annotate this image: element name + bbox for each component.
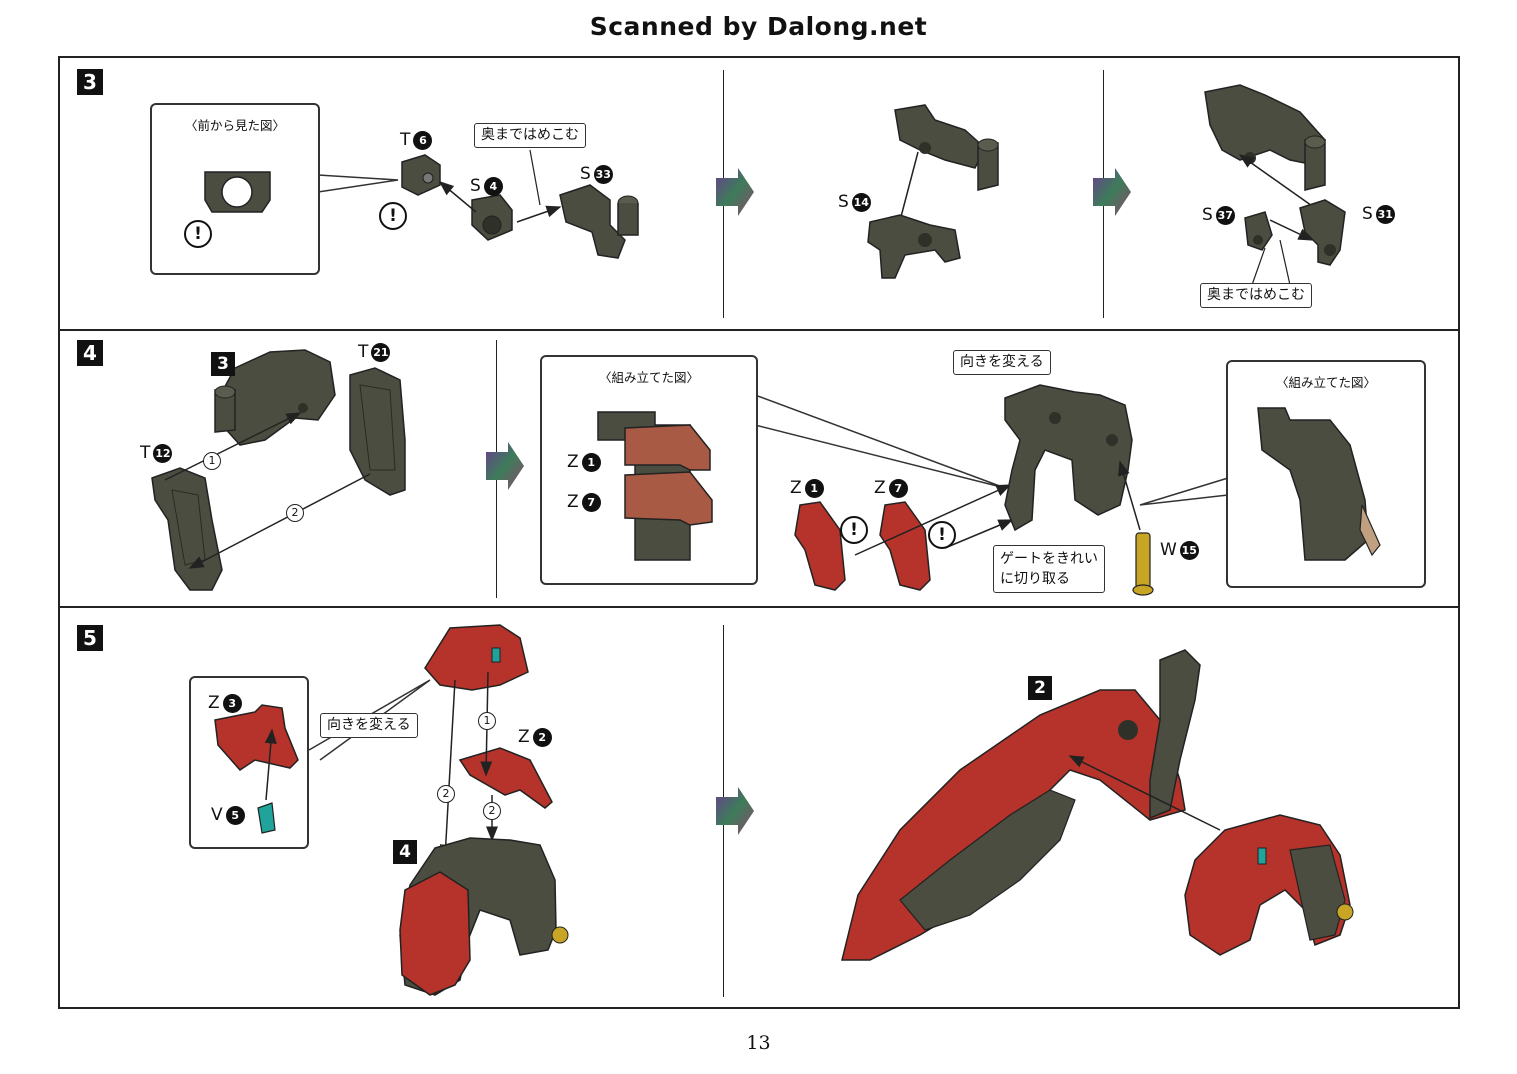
assembled-view-callout: 〈組み立てた図〉 <box>540 355 758 585</box>
change-orientation-tag: 向きを変える <box>320 713 418 738</box>
callout-title: 〈前から見た図〉 <box>184 118 285 133</box>
warning-icon: ! <box>184 220 212 248</box>
part-s33 <box>559 184 639 259</box>
orientation-callout <box>189 676 309 849</box>
part-z2 <box>458 747 553 809</box>
cut-gate-tag: ゲートをきれい に切り取る <box>993 545 1105 593</box>
page-number: 13 <box>746 1032 771 1054</box>
part-hip-assembly <box>1004 384 1133 532</box>
part-step3-assembly <box>214 349 336 446</box>
warning-icon: ! <box>840 516 868 544</box>
order-marker: 1 <box>203 452 221 470</box>
part-s4 <box>471 194 513 241</box>
part-hip-red-assembly <box>1184 814 1354 956</box>
callout-title: 〈組み立てた図〉 <box>1275 375 1376 390</box>
part-w15 <box>1132 532 1154 596</box>
order-marker: 2 <box>286 504 304 522</box>
part-t21 <box>349 367 406 496</box>
front-view-callout: 〈前から見た図〉 <box>150 103 320 275</box>
change-orientation-tag: 向きを変える <box>953 350 1051 375</box>
order-marker: 1 <box>478 712 496 730</box>
next-arrow <box>716 787 754 835</box>
ref-step-badge: 3 <box>211 352 235 376</box>
part-z1 <box>794 501 846 591</box>
part-z7 <box>879 501 931 591</box>
step-number: 3 <box>77 69 103 95</box>
next-arrow <box>486 442 524 490</box>
row-divider <box>58 329 1460 331</box>
part-step4-assembly <box>399 837 569 996</box>
part-s31 <box>1299 199 1346 266</box>
push-in-tag: 奥まではめこむ <box>474 123 586 148</box>
ref-step-badge: 2 <box>1028 676 1052 700</box>
next-arrow <box>1093 168 1131 216</box>
warning-icon: ! <box>379 202 407 230</box>
next-arrow <box>716 168 754 216</box>
push-in-tag: 奥まではめこむ <box>1200 283 1312 308</box>
ref-step-badge: 4 <box>393 840 417 864</box>
part-wing-assembly <box>841 649 1201 961</box>
part-top-red-cover <box>424 624 529 691</box>
order-marker: 2 <box>483 802 501 820</box>
step-number: 5 <box>77 625 103 651</box>
part-t6 <box>401 154 441 196</box>
instruction-frame <box>58 56 1460 1009</box>
callout-title: 〈組み立てた図〉 <box>598 370 699 385</box>
part-assembly-top <box>894 104 999 191</box>
part-assembly-top-right <box>1204 84 1326 191</box>
step-number: 4 <box>77 340 103 366</box>
part-s14 <box>867 214 961 279</box>
scan-header: Scanned by Dalong.net <box>589 12 928 41</box>
part-t12 <box>151 467 223 591</box>
order-marker: 2 <box>437 785 455 803</box>
part-s37 <box>1244 211 1273 251</box>
assembled-view-callout-2: 〈組み立てた図〉 <box>1226 360 1426 588</box>
row-divider <box>58 606 1460 608</box>
warning-icon: ! <box>928 521 956 549</box>
